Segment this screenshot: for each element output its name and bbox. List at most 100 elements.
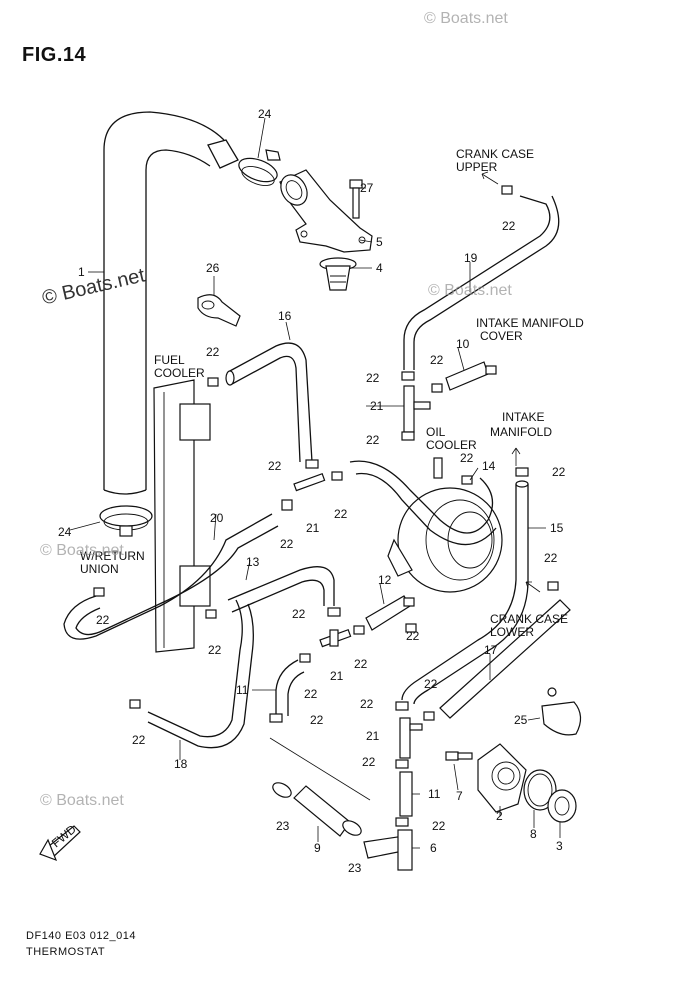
callout-22: 22 [292, 607, 306, 621]
callout-22: 22 [366, 433, 380, 447]
hose-part-14[interactable] [349, 460, 497, 546]
callout-22: 22 [362, 755, 376, 769]
clamp-part-22-group[interactable] [93, 185, 559, 827]
callout-22: 22 [406, 629, 420, 643]
figure-code: DF140 E03 012_014 [26, 930, 137, 942]
callout-8: 8 [530, 827, 537, 841]
callout-10: 10 [456, 337, 470, 351]
plug-part-3[interactable] [547, 789, 577, 823]
crank-case-lower-line2: LOWER [490, 625, 534, 639]
hose-part-20[interactable] [63, 513, 279, 640]
clamp-part-24-top[interactable] [236, 149, 281, 189]
callout-20: 20 [210, 511, 224, 525]
callout-3: 3 [556, 839, 563, 853]
callout-22: 22 [366, 371, 380, 385]
hose-part-15[interactable] [401, 480, 529, 705]
o-ring-part-8[interactable] [523, 769, 557, 811]
callout-21-d: 21 [366, 729, 380, 743]
callout-26: 26 [206, 261, 220, 275]
hose-part-18[interactable] [147, 599, 254, 749]
watermark: © Boats.net [424, 10, 508, 27]
cover-part-2[interactable] [477, 743, 527, 813]
annotation-texts: CRANK CASE UPPER INTAKE MANIFOLD COVER I… [80, 147, 584, 639]
callout-22: 22 [424, 677, 438, 691]
callout-1: 1 [78, 265, 85, 279]
hose-part-11-left[interactable] [275, 659, 305, 716]
crank-case-upper-line1: CRANK CASE [456, 147, 534, 161]
callout-22: 22 [132, 733, 146, 747]
callout-4: 4 [376, 261, 383, 275]
thermostat-cover-part-5[interactable] [276, 169, 373, 253]
thermostat-part-4[interactable] [319, 257, 357, 291]
hose-part-1[interactable] [103, 111, 239, 495]
connector-part-6[interactable] [363, 829, 413, 871]
watermark: © Boats.net [40, 542, 124, 559]
connector-part-21-lower[interactable] [399, 717, 423, 817]
callout-21-c: 21 [330, 669, 344, 683]
callout-19: 19 [464, 251, 478, 265]
callout-6: 6 [430, 841, 437, 855]
fwd-arrow-icon: FWD [39, 822, 81, 862]
hose-part-16[interactable] [225, 342, 313, 463]
clamp-part-23-right[interactable] [340, 818, 363, 838]
callout-27: 27 [360, 181, 374, 195]
callout-15: 15 [550, 521, 564, 535]
bolt-part-7[interactable] [445, 751, 473, 761]
callout-22: 22 [208, 643, 222, 657]
callout-13: 13 [246, 555, 260, 569]
oil-cooler-line1: OIL [426, 425, 446, 439]
oil-cooler-line2: COOLER [426, 438, 477, 452]
callout-21-a: 21 [370, 399, 384, 413]
callout-11-left: 11 [236, 683, 249, 697]
callout-22: 22 [460, 451, 474, 465]
crank-case-upper-line2: UPPER [456, 160, 498, 174]
callout-14: 14 [482, 459, 496, 473]
hose-part-13[interactable] [227, 566, 335, 613]
callout-22: 22 [268, 459, 282, 473]
callout-23-right: 23 [348, 861, 362, 875]
clip-part-26[interactable] [197, 294, 241, 327]
hose-part-9[interactable] [293, 785, 351, 837]
callout-22: 22 [354, 657, 368, 671]
watermark: © Boats.net [428, 282, 512, 299]
w-return-union-line1: W/RETURN [80, 549, 145, 563]
clamp-part-23-left[interactable] [270, 780, 293, 800]
callout-23-left: 23 [276, 819, 290, 833]
connector-part-21-mid[interactable] [293, 472, 352, 648]
direction-arrows [481, 171, 541, 593]
hose-part-12[interactable] [365, 595, 411, 631]
callout-5: 5 [376, 235, 383, 249]
callout-7: 7 [456, 789, 463, 803]
callout-18: 18 [174, 757, 188, 771]
callout-17: 17 [484, 643, 498, 657]
callout-11-right: 11 [428, 787, 441, 801]
callout-24-lower: 24 [58, 525, 72, 539]
figure-name: THERMOSTAT [26, 946, 106, 958]
callout-9: 9 [314, 841, 321, 855]
intake-manifold-cover-line2: COVER [480, 329, 523, 343]
callout-22: 22 [96, 613, 110, 627]
callout-12: 12 [378, 573, 392, 587]
intake-manifold-line2: MANIFOLD [490, 425, 552, 439]
callout-25: 25 [514, 713, 528, 727]
w-return-union-line2: UNION [80, 562, 119, 576]
leader-lines [69, 117, 561, 849]
callout-22: 22 [206, 345, 220, 359]
hose-part-19[interactable] [403, 195, 560, 370]
clamp-part-24-lower[interactable] [99, 505, 153, 537]
callout-2: 2 [496, 809, 503, 823]
clip-part-25[interactable] [541, 687, 582, 736]
hose-part-10[interactable] [445, 361, 489, 391]
watermark: © Boats.net [40, 792, 124, 809]
callout-21-b: 21 [306, 521, 320, 535]
hose-part-17[interactable] [439, 599, 571, 719]
callout-22: 22 [280, 537, 294, 551]
bolt-part-27[interactable] [349, 179, 363, 219]
callout-16: 16 [278, 309, 292, 323]
callout-22: 22 [544, 551, 558, 565]
fuel-cooler [153, 379, 211, 653]
callout-22: 22 [334, 507, 348, 521]
callout-22: 22 [360, 697, 374, 711]
callout-22: 22 [552, 465, 566, 479]
